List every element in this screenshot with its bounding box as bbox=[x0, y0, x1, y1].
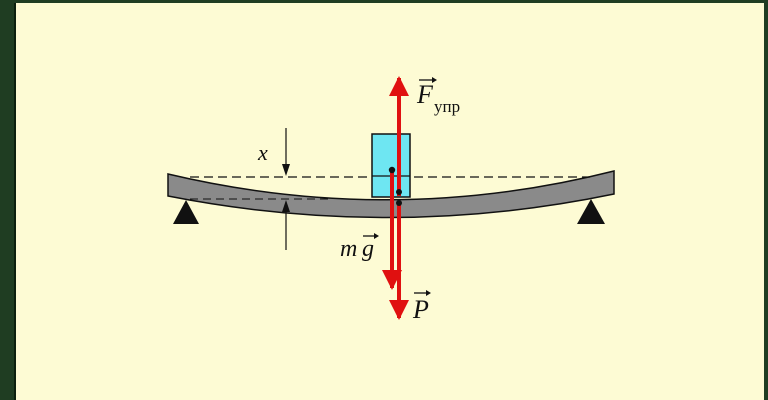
elastic-force-subscript: упр bbox=[434, 97, 460, 116]
gravity-label: m g bbox=[340, 233, 379, 262]
elastic-force-label: F упр bbox=[416, 77, 460, 116]
beam bbox=[167, 170, 615, 219]
beam-point bbox=[396, 200, 402, 206]
right-support-icon bbox=[577, 199, 605, 224]
left-support-icon bbox=[173, 200, 199, 224]
weight-label-symbol: P bbox=[412, 295, 429, 324]
gravity-label-g: g bbox=[362, 236, 374, 262]
deflection-label: x bbox=[257, 140, 268, 165]
gravity-label-m: m bbox=[340, 236, 357, 262]
block-center-point bbox=[388, 166, 396, 174]
weight-label: P bbox=[412, 290, 431, 324]
elastic-force-symbol: F bbox=[416, 80, 434, 109]
contact-point bbox=[396, 189, 402, 195]
